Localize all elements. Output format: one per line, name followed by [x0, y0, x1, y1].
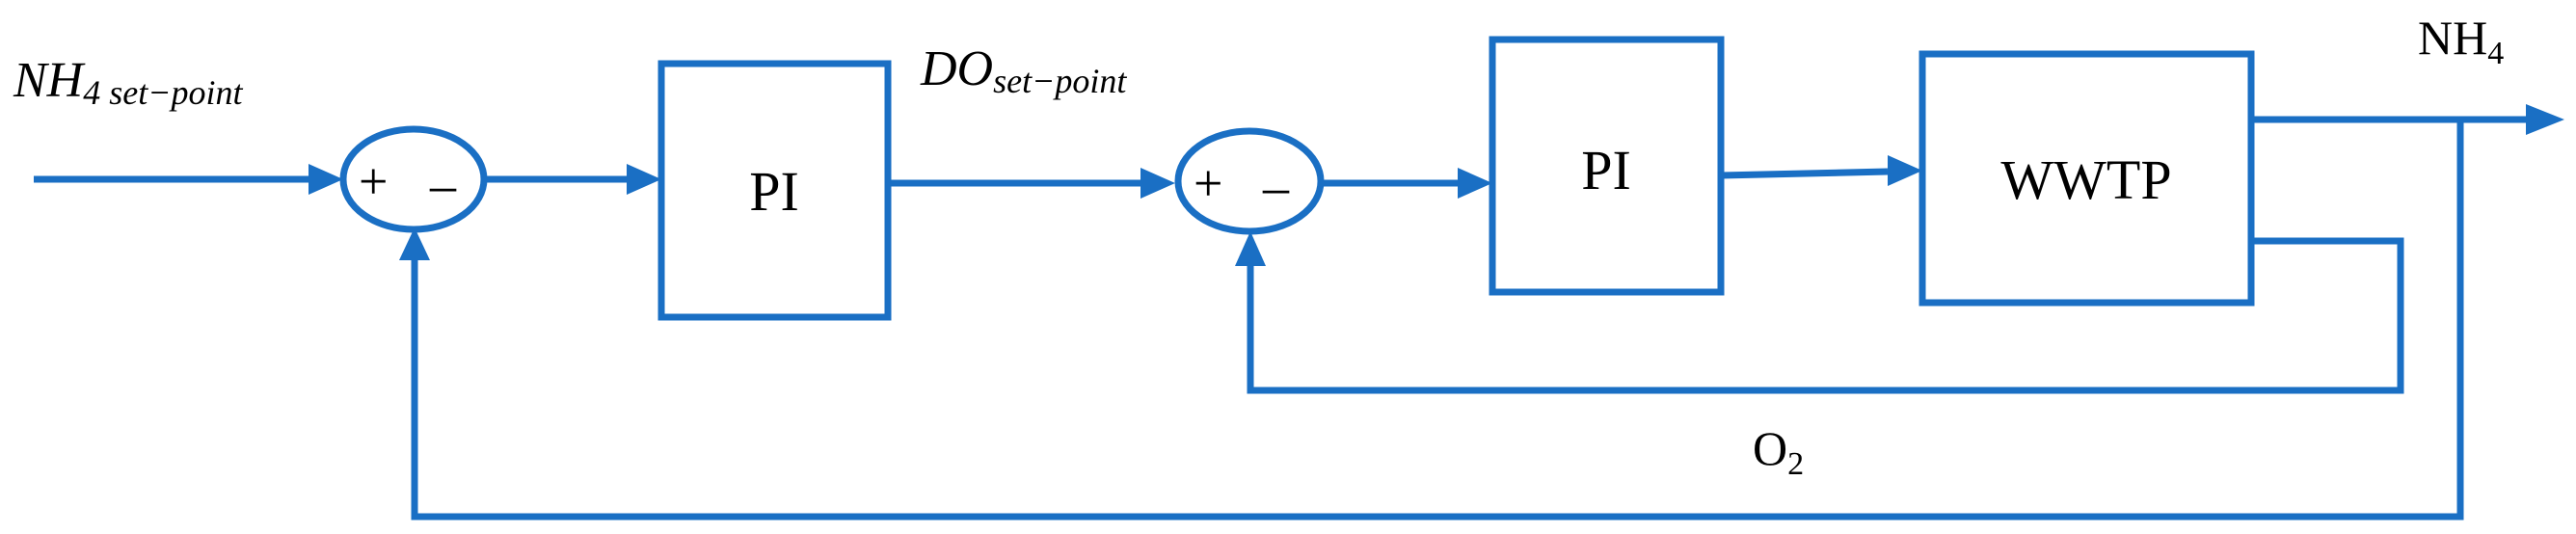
input-arrowhead: [309, 164, 343, 195]
sum-plus-sign: +: [1194, 154, 1222, 212]
nh4-output-label: NH4: [2418, 11, 2504, 71]
label-base: NH: [2418, 11, 2487, 65]
pi-controller-outer: PI: [657, 60, 892, 321]
label-base: DO: [920, 41, 993, 96]
label-subscript: 4: [2487, 36, 2504, 71]
pi-to-wwtp-arrowhead: [1888, 155, 1922, 186]
sum2-to-pi-arrowhead: [1458, 168, 1492, 199]
block-label: PI: [749, 160, 799, 223]
wwtp-plant-block: WWTP: [1919, 50, 2255, 307]
o2-feedback-label: O2: [1753, 421, 1804, 482]
output-arrowhead: [2526, 104, 2564, 135]
label-subscript: set−point: [993, 62, 1127, 100]
nh4-setpoint-label: NH4 set−point: [13, 53, 244, 112]
label-subscript: 2: [1787, 446, 1804, 482]
block-label: PI: [1581, 139, 1631, 201]
nh4-feedback-line: [411, 120, 2464, 521]
label-base: NH: [13, 53, 86, 108]
label-base: O: [1753, 421, 1787, 475]
o2-feedback-line: [1247, 237, 2404, 394]
block-label: WWTP: [2000, 148, 2171, 211]
summing-junction-inner: + –: [1174, 127, 1325, 235]
sum-plus-sign: +: [359, 152, 388, 210]
pi-to-sum2-arrowhead: [1140, 168, 1175, 199]
sum-minus-sign: –: [1262, 158, 1290, 216]
nh4-feedback-arrowhead: [399, 227, 430, 260]
summing-junction-outer: + –: [339, 125, 488, 233]
do-setpoint-label: DOset−point: [920, 41, 1127, 100]
pi-to-wwtp-line: [1720, 168, 1889, 179]
pi-controller-inner: PI: [1489, 36, 1725, 296]
label-subscript: 4 set−point: [83, 73, 243, 112]
sum1-to-pi-arrowhead: [627, 164, 661, 195]
o2-feedback-arrowhead: [1235, 231, 1266, 266]
sum-minus-sign: –: [429, 156, 457, 214]
